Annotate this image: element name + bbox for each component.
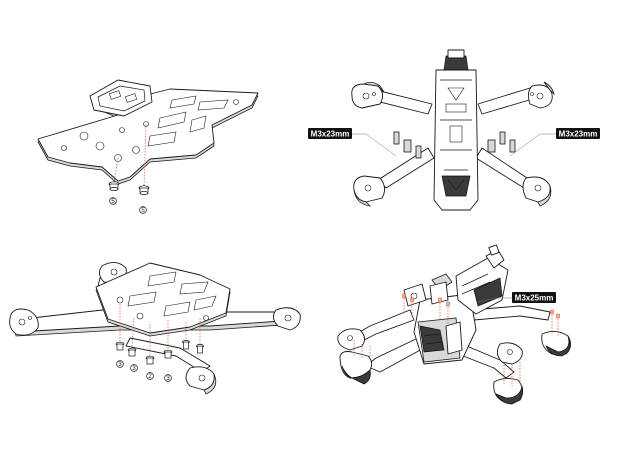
step4-leader-line xyxy=(477,297,512,303)
step3-screw-4: 3 xyxy=(163,349,173,382)
step3-screw-number-3: 2 xyxy=(148,374,152,380)
step2-frame-top-view xyxy=(351,49,555,211)
step4-screw-guides xyxy=(353,296,559,386)
step3-screw-5 xyxy=(182,340,190,350)
step2-standoffs xyxy=(393,131,516,159)
callout-left-text: M3x23mm xyxy=(311,130,350,139)
step2-leader-lines xyxy=(350,133,556,157)
callout-step4: M3x25mm xyxy=(512,292,556,303)
step3-screw-6 xyxy=(196,344,204,354)
step4-bolts xyxy=(402,293,560,319)
step3-screw-2: 3 xyxy=(127,347,138,372)
callout-right: M3x23mm xyxy=(556,128,600,139)
callout-right-text: M3x23mm xyxy=(559,130,598,139)
callout-left: M3x23mm xyxy=(308,128,352,139)
step3-screws: 3 3 2 3 xyxy=(115,340,204,382)
step1-screw-number-1: 5 xyxy=(111,199,115,205)
step3-screw-guides xyxy=(119,304,201,356)
step1-screw-left: 5 xyxy=(108,181,120,205)
step1-screw-number-2: 5 xyxy=(141,208,145,214)
step1-screw-guides xyxy=(113,123,147,187)
step4-full-assembly xyxy=(337,244,571,405)
step1-bottom-plate xyxy=(37,79,259,185)
step3-screw-number-2: 3 xyxy=(132,366,136,372)
step3-screw-1: 3 xyxy=(115,341,125,368)
step3-screw-3: 2 xyxy=(145,355,155,380)
step3-frame-with-arms xyxy=(9,262,301,395)
callout-step4-text: M3x25mm xyxy=(515,294,554,303)
step1-screw-right: 5 xyxy=(138,185,150,214)
step3-screw-number-4: 3 xyxy=(166,376,170,382)
step3-screw-number-1: 3 xyxy=(118,362,122,368)
